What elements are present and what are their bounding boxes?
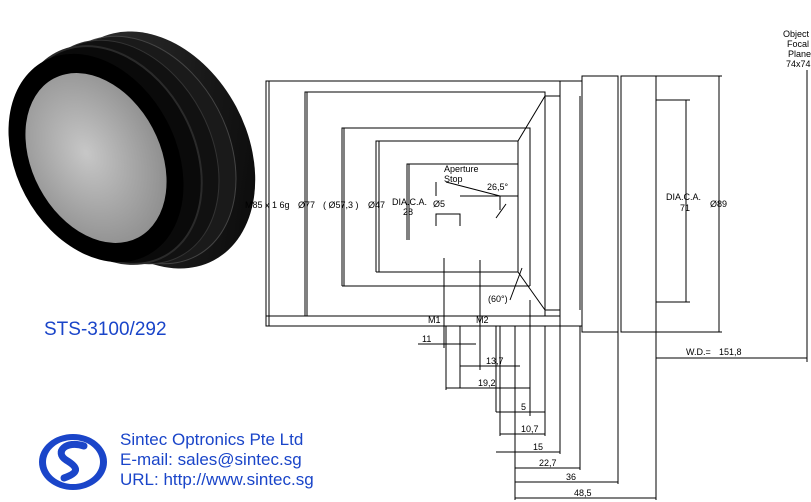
object-label-2: Focal [787, 39, 809, 49]
dim-15: 15 [533, 442, 543, 452]
dim-19-2: 19,2 [478, 378, 496, 388]
model-number: STS-3100/292 [44, 319, 167, 340]
company-url[interactable]: URL: http://www.sintec.sg [120, 470, 314, 489]
wd-value: 151,8 [719, 347, 742, 357]
dia-47-label: Ø47 [368, 200, 385, 210]
drawing-lines [265, 70, 808, 500]
drawing-labels: Object Focal Plane 74x74 M85 x 1 6g Ø77 … [245, 29, 811, 498]
object-label-4: 74x74 [786, 59, 811, 69]
dim-10-7: 10,7 [521, 424, 539, 434]
wd-label: W.D.= [686, 347, 711, 357]
m2-label: M2 [476, 315, 489, 325]
angle-26-label: 26,5° [487, 182, 509, 192]
company-name: Sintec Optronics Pte Ltd [120, 430, 304, 449]
dia-ca-left-value: 28 [403, 207, 413, 217]
dia-ca-left-label: DIA.C.A. [392, 197, 427, 207]
dim-48-5: 48,5 [574, 488, 592, 498]
dim-22-7: 22,7 [539, 458, 557, 468]
stop-label: Stop [444, 174, 463, 184]
dia-77-label: Ø77 [298, 200, 315, 210]
object-label-3: Plane [788, 49, 811, 59]
dia-ca-right-value: 71 [680, 203, 690, 213]
company-logo [39, 434, 107, 490]
dim-11: 11 [422, 334, 431, 344]
dia-ca-right-label: DIA.C.A. [666, 192, 701, 202]
object-label-1: Object [783, 29, 810, 39]
lens-render [8, 31, 256, 269]
aperture-label: Aperture [444, 164, 479, 174]
dia-89-label: Ø89 [710, 199, 727, 209]
dim-13-7: 13,7 [486, 356, 504, 366]
angle-60-label: (60°) [488, 294, 508, 304]
dim-5: 5 [521, 402, 526, 412]
dia-5-label: Ø5 [433, 199, 445, 209]
dim-36: 36 [566, 472, 576, 482]
company-email[interactable]: E-mail: sales@sintec.sg [120, 450, 302, 469]
m1-label: M1 [428, 315, 441, 325]
company-info: Sintec Optronics Pte Ltd E-mail: sales@s… [120, 430, 314, 490]
lens-glass [25, 73, 167, 243]
thread-label: M85 x 1 6g [245, 200, 290, 210]
dia-57-label: ( Ø57,3 ) [323, 200, 359, 210]
